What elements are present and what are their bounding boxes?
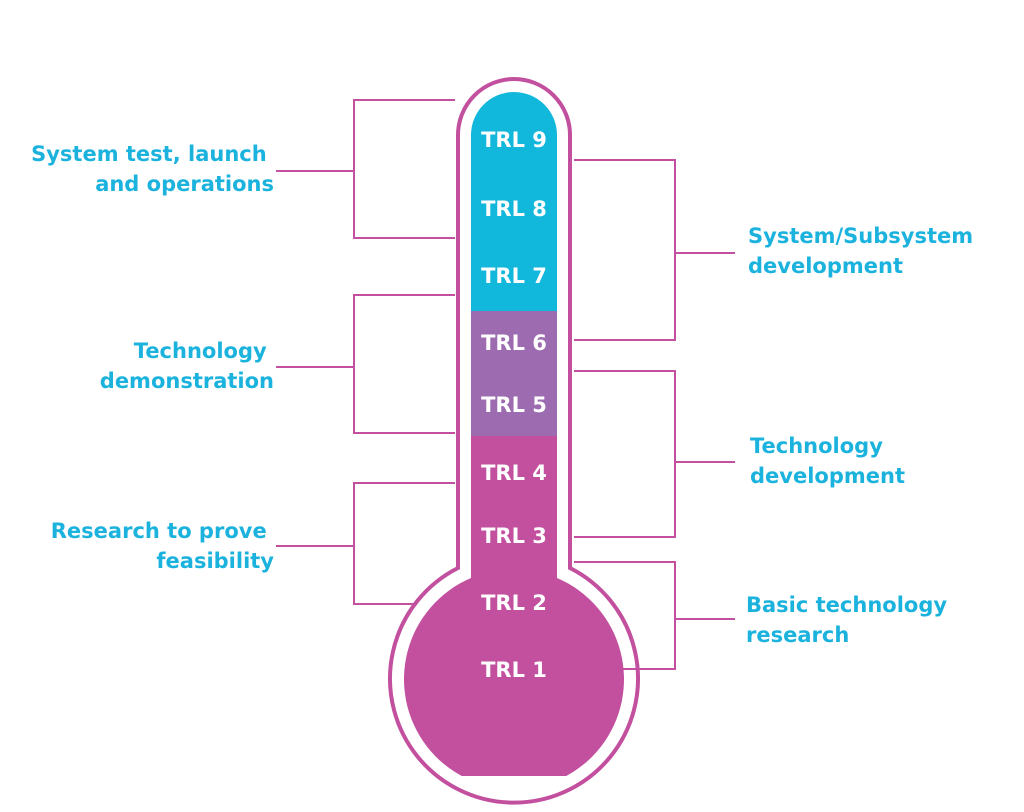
bracket-research-feasibility [276, 482, 455, 605]
trl-level-labels: TRL 9 TRL 8 TRL 7 TRL 6 TRL 5 TRL 4 TRL … [481, 128, 547, 682]
label-system-subsystem-development: System/Subsystem development [748, 224, 980, 278]
bracket-system-test [276, 99, 455, 239]
trl1-label: TRL 1 [481, 658, 547, 682]
label-technology-demonstration: Technology demonstration [100, 339, 274, 393]
bracket-system-subsystem-development [574, 159, 735, 341]
bracket-technology-demonstration [276, 294, 455, 434]
trl3-label: TRL 3 [481, 524, 547, 548]
trl6-label: TRL 6 [481, 331, 547, 355]
left-group-labels: System test, launch and operations Techn… [31, 142, 274, 573]
trl4-label: TRL 4 [481, 461, 547, 485]
bracket-technology-development [574, 370, 735, 538]
label-basic-technology-research: Basic technology research [746, 593, 954, 647]
bracket-basic-technology-research [574, 561, 735, 670]
right-group-labels: System/Subsystem development Technology … [746, 224, 980, 647]
thermometer-outline [388, 77, 640, 805]
right-brackets [574, 159, 735, 670]
label-technology-development: Technology development [750, 434, 905, 488]
label-research-feasibility: Research to prove feasibility [51, 519, 275, 573]
trl9-label: TRL 9 [481, 128, 547, 152]
band-purple [404, 311, 624, 436]
trl2-label: TRL 2 [481, 591, 547, 615]
left-brackets [276, 99, 455, 605]
label-system-test: System test, launch and operations [31, 142, 274, 196]
trl8-label: TRL 8 [481, 197, 547, 221]
trl5-label: TRL 5 [481, 393, 547, 417]
trl7-label: TRL 7 [481, 264, 547, 288]
